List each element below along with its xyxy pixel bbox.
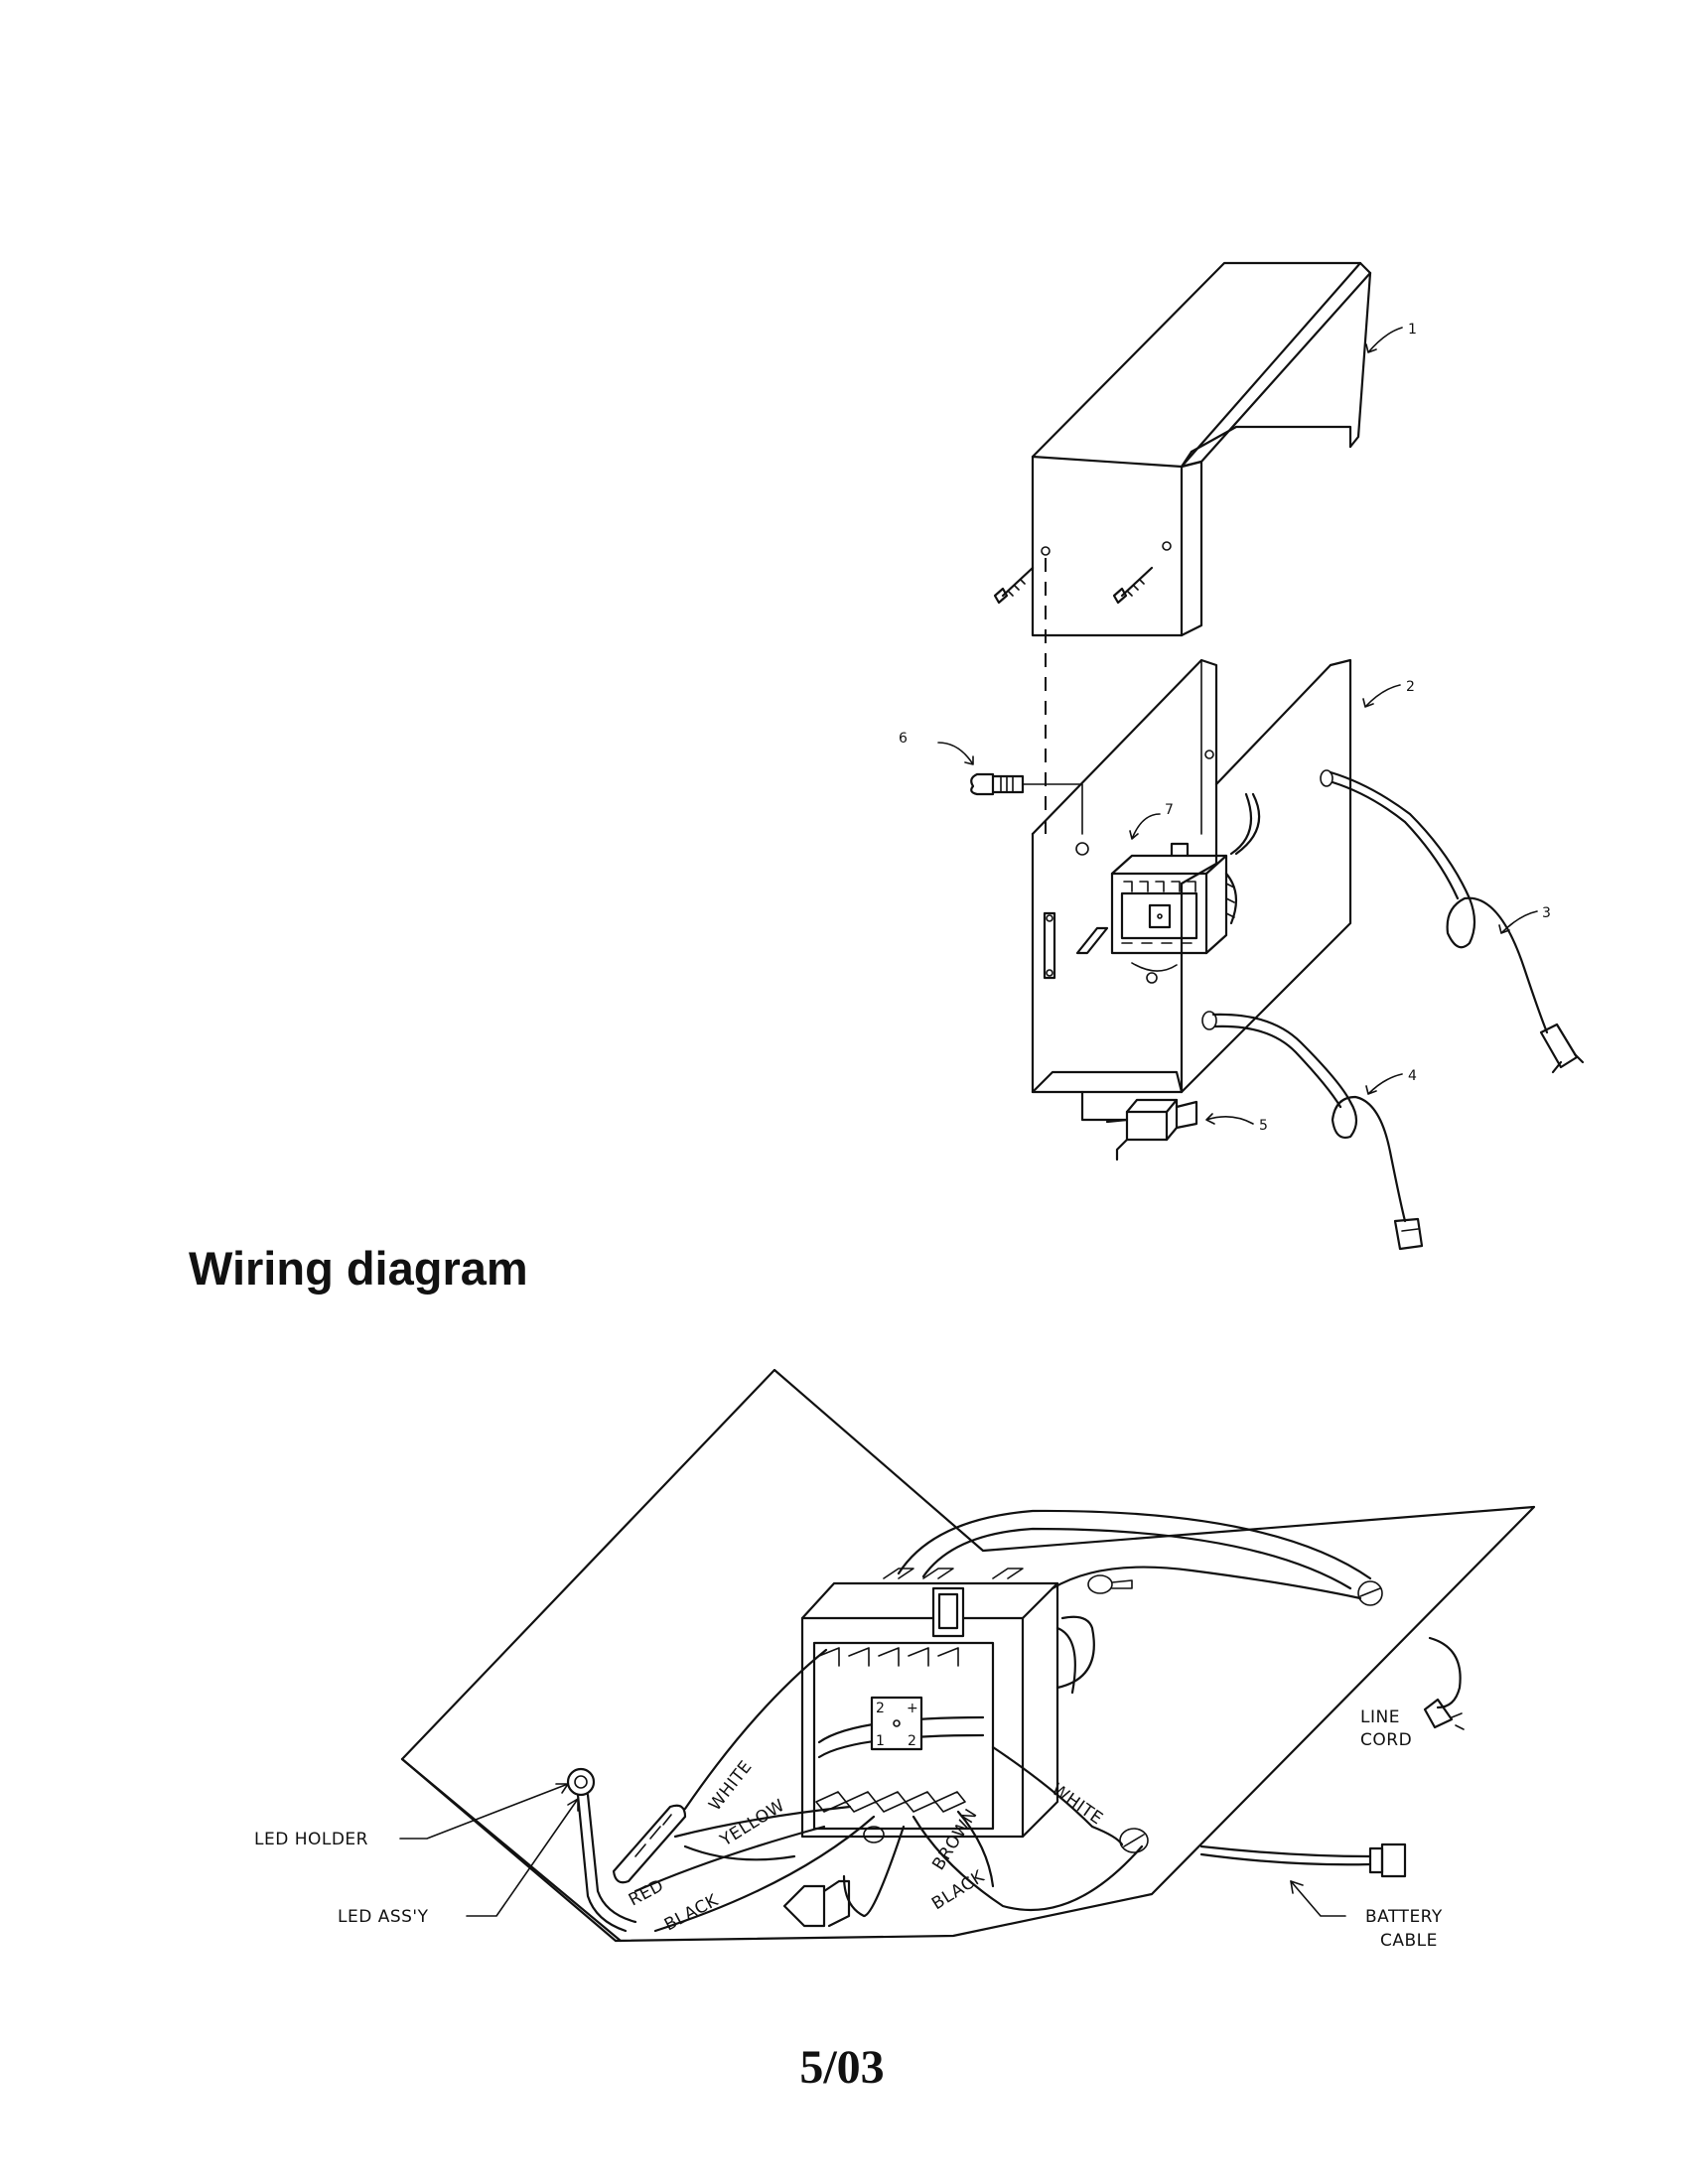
wires [566, 1509, 1465, 1933]
callout-7: 7 [1165, 802, 1174, 818]
page-footer-date: 5/03 [799, 2041, 885, 2094]
label-led-holder: LED HOLDER [254, 1830, 368, 1849]
part-2-base-box [1031, 658, 1352, 1094]
label-battery-cable-2: CABLE [1380, 1931, 1438, 1951]
part-7-relay [1110, 792, 1261, 984]
wiring-relay: 2 + 1 2 [800, 1568, 1095, 1839]
svg-text:2: 2 [876, 1701, 885, 1716]
screw-right [1112, 566, 1154, 605]
wiring-diagram-heading: Wiring diagram [189, 1242, 528, 1295]
callout-6: 6 [899, 731, 908, 747]
wire-label-white-right: WHITE [1048, 1780, 1106, 1830]
svg-text:2: 2 [908, 1733, 916, 1749]
svg-text:+: + [907, 1701, 918, 1716]
callout-5: 5 [1259, 1118, 1268, 1134]
exploded-view: 1 2 3 4 5 6 7 [899, 261, 1585, 1251]
part-6-led [970, 772, 1083, 835]
wire-label-brown: BROWN [928, 1806, 981, 1874]
callout-2: 2 [1406, 679, 1415, 695]
svg-text:1: 1 [876, 1733, 885, 1749]
leaders [399, 1783, 1346, 1917]
wire-label-black-left: BLACK [661, 1890, 722, 1935]
wiring-diagram: 2 + 1 2 [254, 1368, 1536, 1951]
label-line-cord-2: CORD [1360, 1730, 1412, 1750]
screw-left [993, 566, 1035, 605]
label-line-cord-1: LINE [1360, 1707, 1400, 1727]
callout-4: 4 [1408, 1068, 1417, 1084]
callout-3: 3 [1542, 905, 1551, 921]
base-plate [400, 1368, 1536, 1943]
label-led-assy: LED ASS'Y [338, 1907, 429, 1927]
part-5-switch [1080, 1090, 1198, 1161]
part-1-top-cover [993, 261, 1372, 637]
part-4-battery-cable [1201, 1011, 1424, 1251]
callout-1: 1 [1408, 322, 1417, 338]
label-battery-cable-1: BATTERY [1365, 1907, 1443, 1927]
part-3-line-cord [1320, 769, 1585, 1074]
wire-label-white-left: WHITE [705, 1757, 757, 1815]
